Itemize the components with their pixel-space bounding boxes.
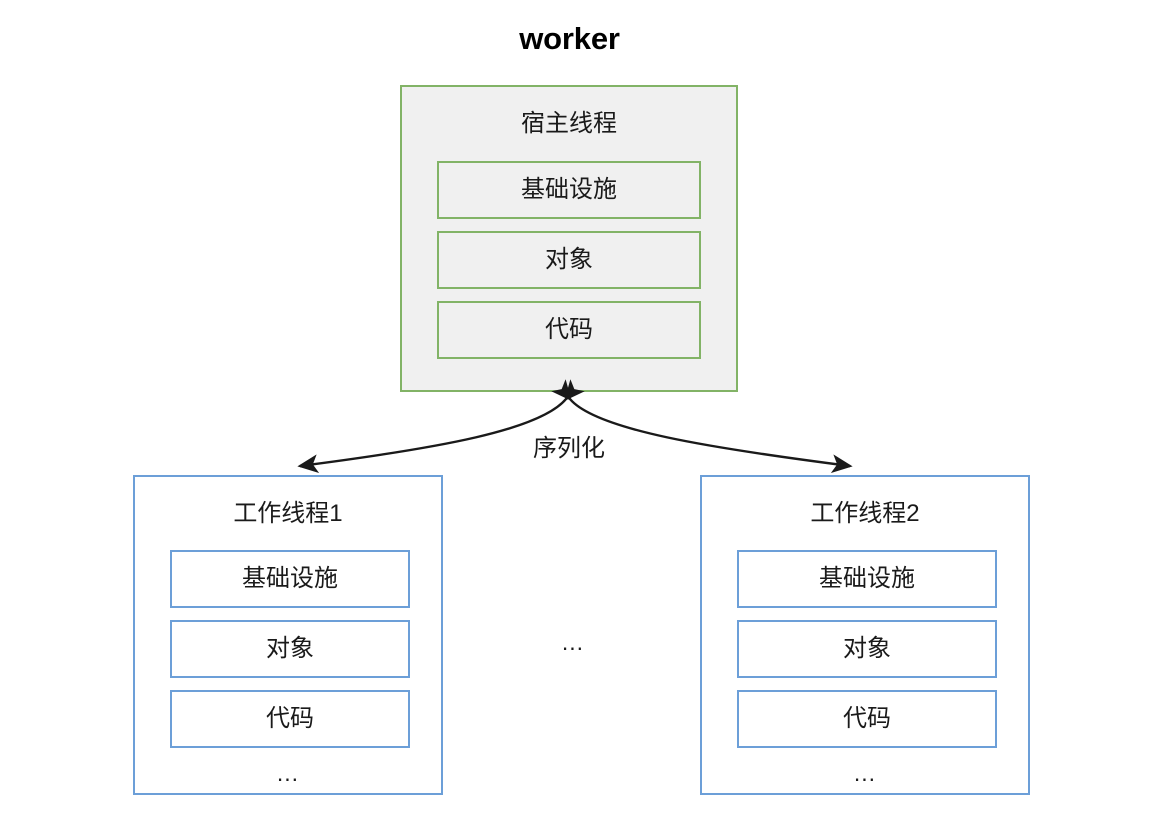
host-item-code[interactable]: 代码 xyxy=(437,301,701,359)
worker-1-ellipsis: ... xyxy=(276,760,300,786)
worker-2-item-code[interactable]: 代码 xyxy=(737,690,997,748)
edge-label-serialization: 序列化 xyxy=(533,435,605,462)
page-title: worker xyxy=(519,21,620,56)
worker-1-item-code[interactable]: 代码 xyxy=(170,690,410,748)
worker-2-item-infrastructure[interactable]: 基础设施 xyxy=(737,550,997,608)
worker-thread-2-title: 工作线程2 xyxy=(810,500,920,527)
host-item-object[interactable]: 对象 xyxy=(437,231,701,289)
worker-thread-1-title: 工作线程1 xyxy=(233,500,343,527)
worker-thread-2-box[interactable]: 工作线程2 基础设施 对象 代码 ... xyxy=(700,475,1030,795)
worker-2-item-object[interactable]: 对象 xyxy=(737,620,997,678)
host-item-infrastructure[interactable]: 基础设施 xyxy=(437,161,701,219)
worker-thread-1-box[interactable]: 工作线程1 基础设施 对象 代码 ... xyxy=(133,475,443,795)
host-thread-title: 宿主线程 xyxy=(521,110,617,137)
worker-1-item-object[interactable]: 对象 xyxy=(170,620,410,678)
between-workers-ellipsis: ... xyxy=(561,629,585,655)
worker-1-item-infrastructure[interactable]: 基础设施 xyxy=(170,550,410,608)
worker-2-ellipsis: ... xyxy=(853,760,877,786)
host-thread-box[interactable]: 宿主线程 基础设施 对象 代码 xyxy=(400,85,738,392)
